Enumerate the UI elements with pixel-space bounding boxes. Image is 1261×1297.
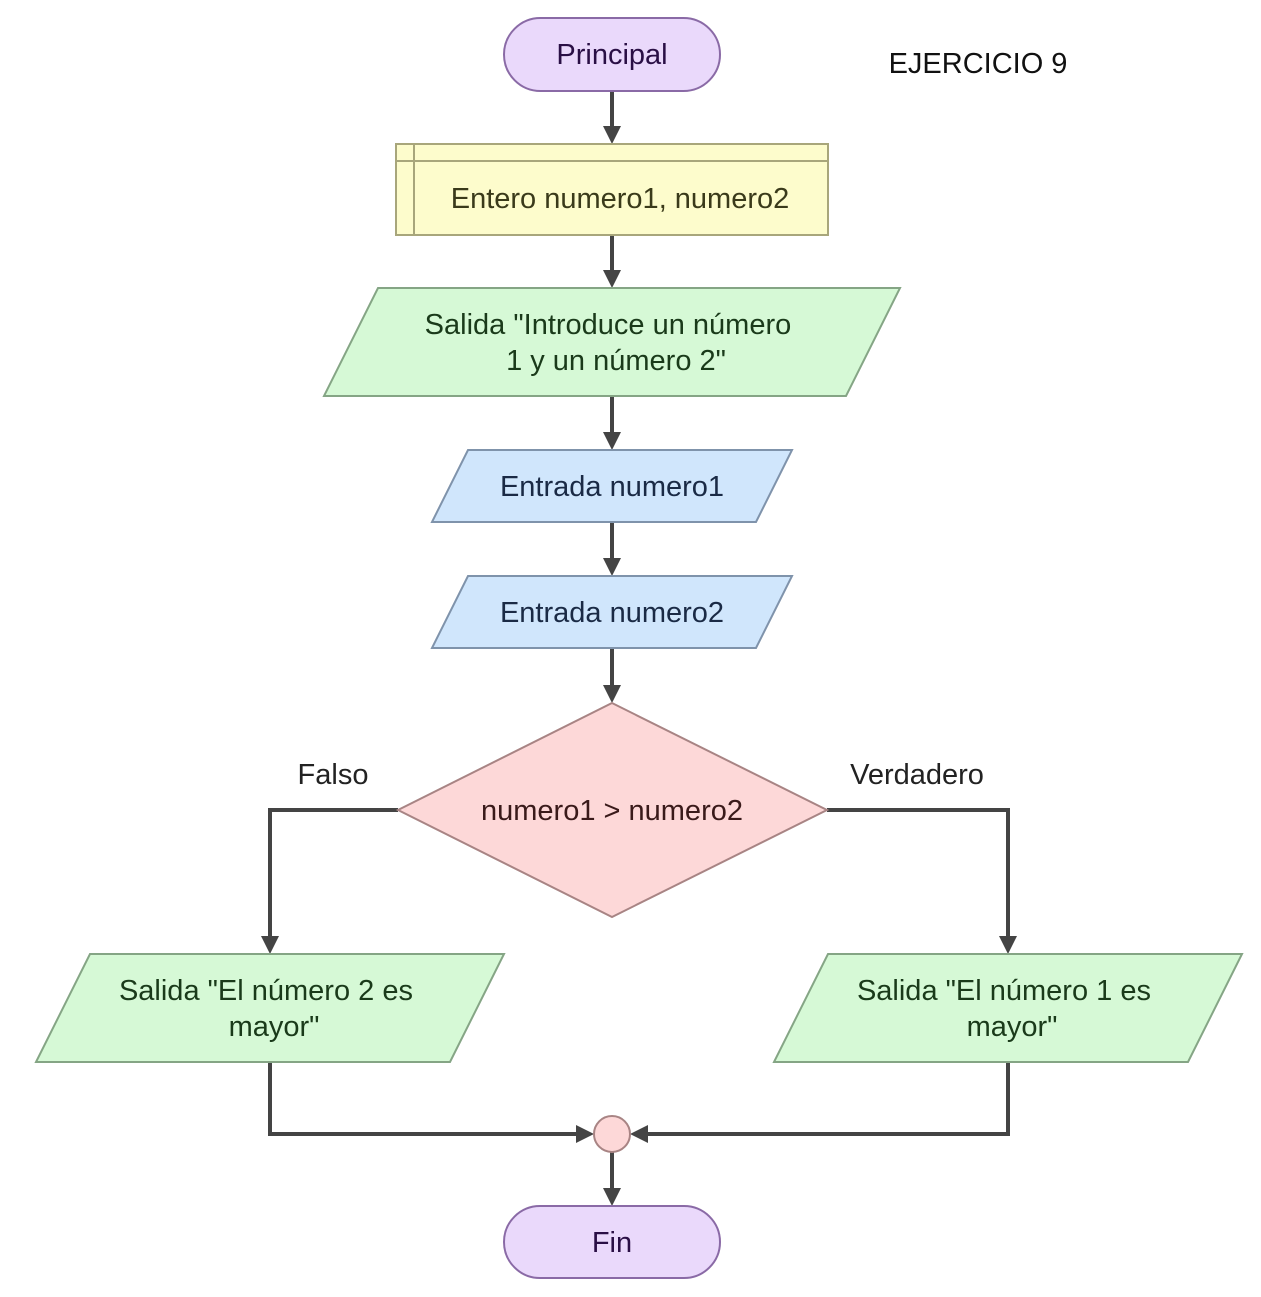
input-numero2-node: Entrada numero2 bbox=[430, 575, 794, 649]
diagram-title: EJERCICIO 9 bbox=[889, 48, 1068, 80]
output-true-label: Salida "El número 1 es mayor" bbox=[857, 975, 1159, 1043]
arrowhead bbox=[261, 936, 279, 954]
arrowhead bbox=[603, 432, 621, 450]
arrowhead bbox=[603, 685, 621, 703]
start-terminal: Principal bbox=[503, 17, 721, 92]
end-terminal: Fin bbox=[503, 1205, 721, 1279]
declare-label: Entero numero1, numero2 bbox=[451, 183, 790, 215]
input-numero1-node: Entrada numero1 bbox=[430, 449, 794, 523]
declare-node: Entero numero1, numero2 bbox=[395, 143, 829, 236]
prompt-output-node: Salida "Introduce un número 1 y un númer… bbox=[322, 287, 902, 397]
arrowhead bbox=[603, 270, 621, 288]
edge-false-merge bbox=[268, 1062, 578, 1136]
output-true-node: Salida "El número 1 es mayor" bbox=[772, 953, 1244, 1063]
decision-node: numero1 > numero2 bbox=[395, 701, 830, 919]
arrowhead bbox=[576, 1125, 594, 1143]
start-label: Principal bbox=[556, 39, 667, 71]
input-numero2-label: Entrada numero2 bbox=[500, 597, 724, 629]
arrowhead bbox=[603, 558, 621, 576]
edge-true-merge bbox=[646, 1062, 1010, 1136]
edge-decision-false bbox=[268, 808, 398, 938]
merge-connector bbox=[593, 1115, 631, 1153]
edge-label-true: Verdadero bbox=[850, 759, 984, 791]
arrowhead bbox=[999, 936, 1017, 954]
edges bbox=[261, 91, 1017, 1206]
arrowhead bbox=[603, 1188, 621, 1206]
edge-label-false: Falso bbox=[298, 759, 369, 791]
prompt-label: Salida "Introduce un número 1 y un númer… bbox=[425, 309, 800, 377]
end-label: Fin bbox=[592, 1227, 632, 1259]
edge-decision-true bbox=[827, 808, 1010, 938]
decision-label: numero1 > numero2 bbox=[481, 795, 743, 827]
output-false-node: Salida "El número 2 es mayor" bbox=[34, 953, 506, 1063]
arrowhead bbox=[603, 126, 621, 144]
input-numero1-label: Entrada numero1 bbox=[500, 471, 724, 503]
output-false-label: Salida "El número 2 es mayor" bbox=[119, 975, 421, 1043]
arrowhead bbox=[630, 1125, 648, 1143]
